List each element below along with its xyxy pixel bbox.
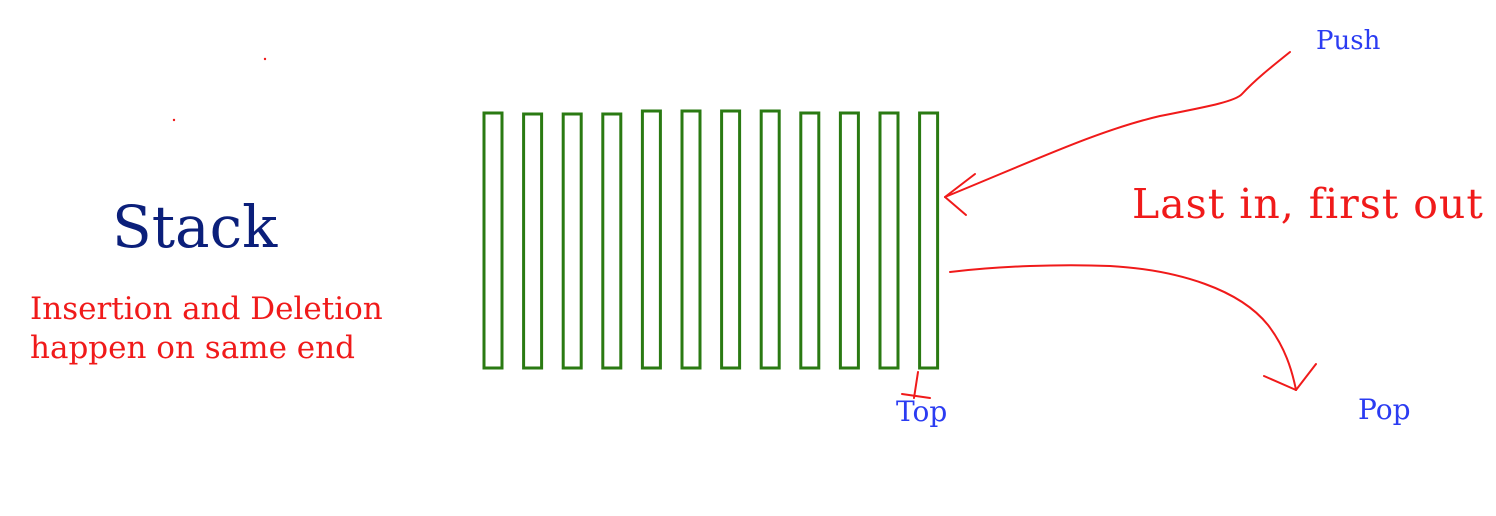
stack-cell <box>601 112 623 370</box>
pop-arrow-icon <box>949 264 1317 391</box>
push-arrow-icon <box>944 51 1291 216</box>
stack-cell <box>561 112 583 370</box>
stack-cell <box>799 111 821 370</box>
stack-cell <box>878 111 900 370</box>
top-label: Top <box>896 395 948 428</box>
description-line-2: happen on same end <box>30 329 355 366</box>
stack-cell <box>720 109 742 370</box>
stack-cell <box>918 111 940 370</box>
description-text: Insertion and Deletion happen on same en… <box>30 290 383 368</box>
stack-cell <box>838 111 860 370</box>
push-label: Push <box>1316 26 1381 56</box>
stray-dot <box>172 118 176 122</box>
pop-label: Pop <box>1358 393 1411 426</box>
stack-cells <box>482 109 940 370</box>
stack-cell <box>680 109 702 370</box>
diagram-title: Stack <box>112 193 278 261</box>
stack-cell <box>759 109 781 370</box>
stack-cell <box>482 111 504 370</box>
stack-cell <box>640 109 662 370</box>
lifo-principle: Last in, first out <box>1132 180 1484 228</box>
description-line-1: Insertion and Deletion <box>30 291 383 327</box>
stray-dot <box>263 57 267 61</box>
top-pointer-icon <box>901 371 931 399</box>
stack-cell <box>522 112 544 370</box>
